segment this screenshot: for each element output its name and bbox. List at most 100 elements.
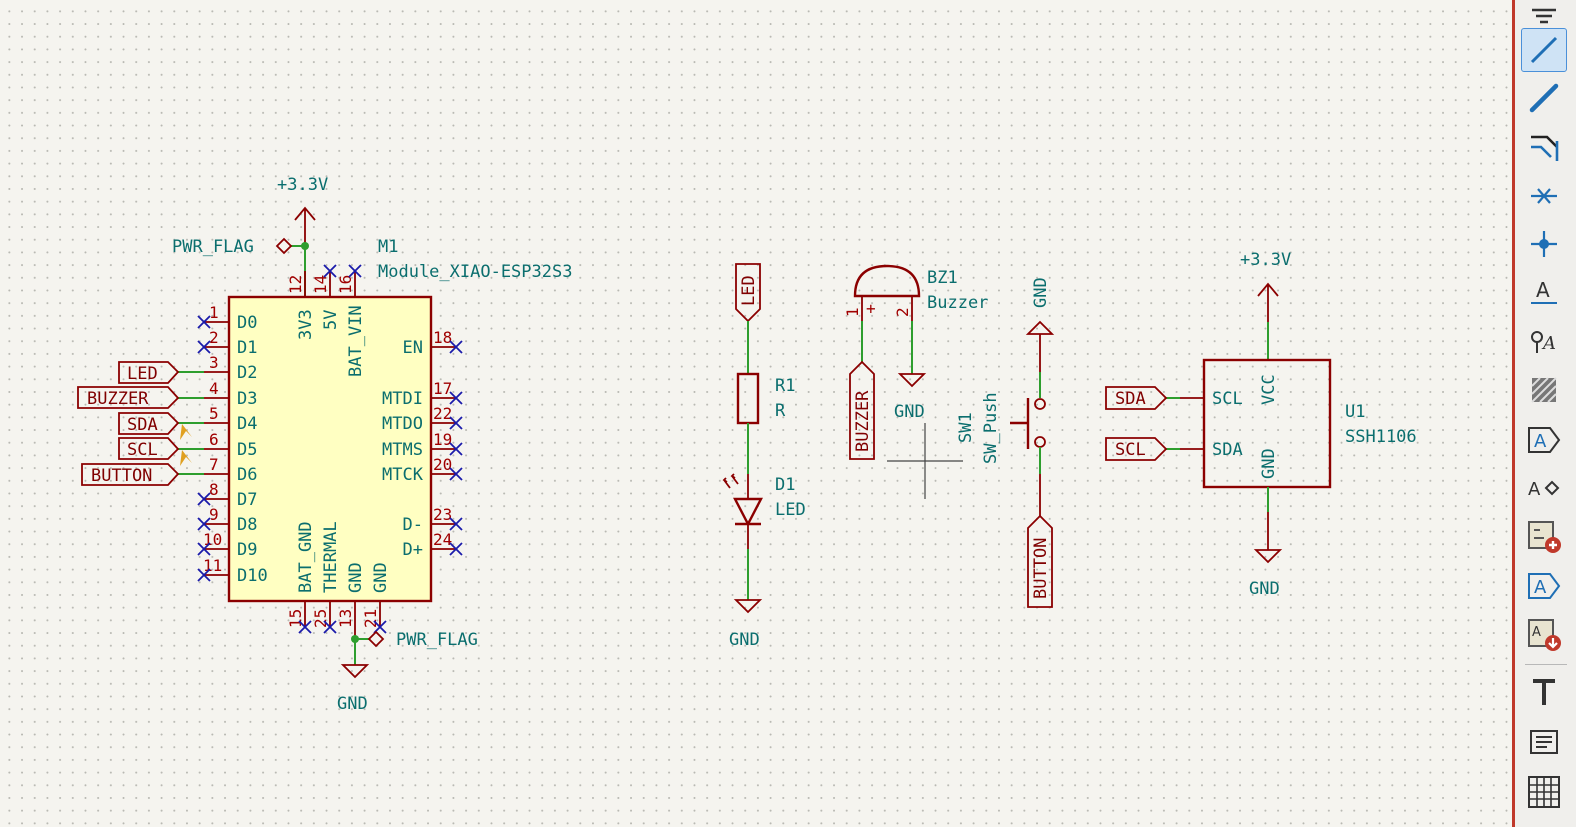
no-connect-icon xyxy=(1531,188,1557,204)
hierarchical-label-button[interactable]: A xyxy=(1521,466,1567,510)
add-ground-power-button[interactable] xyxy=(1521,0,1567,34)
gnd-label: GND xyxy=(1031,277,1051,308)
net-label-icon: A xyxy=(1531,278,1557,304)
net-label-button[interactable]: A xyxy=(1521,270,1567,314)
hierarchical-label-icon: A xyxy=(1528,479,1560,500)
svg-text:D9: D9 xyxy=(237,540,257,560)
svg-text:D3: D3 xyxy=(237,389,257,409)
draw-bus-icon xyxy=(1529,83,1559,113)
net-class-label-button[interactable]: A xyxy=(1521,318,1567,362)
text-box-icon xyxy=(1530,730,1558,754)
rule-area-button[interactable] xyxy=(1521,368,1567,412)
add-ground-power-icon xyxy=(1532,8,1556,24)
svg-text:13: 13 xyxy=(336,609,355,628)
svg-text:14: 14 xyxy=(311,275,330,294)
global-label-icon: A xyxy=(1528,427,1561,453)
bus-entry-icon xyxy=(1531,135,1559,161)
gnd-label: GND xyxy=(729,630,760,650)
led-branch[interactable]: LED R1 R D1 LED GND xyxy=(722,263,806,650)
draw-wire-button[interactable] xyxy=(1521,28,1567,72)
bottom-pin-names: BAT_GND THERMAL GND GND xyxy=(296,521,391,593)
junction-dot xyxy=(301,242,309,250)
svg-text:BAT_GND: BAT_GND xyxy=(296,521,316,593)
draw-bus-button[interactable] xyxy=(1521,76,1567,120)
right-toolbar: A A A A xyxy=(1512,0,1576,827)
junction-dot xyxy=(351,635,359,643)
resistor-r1[interactable] xyxy=(736,372,760,425)
text-box-button[interactable] xyxy=(1521,720,1567,764)
svg-text:A: A xyxy=(1528,479,1541,500)
sheet-pin-button[interactable]: A xyxy=(1521,564,1567,608)
svg-text:D7: D7 xyxy=(237,490,257,510)
label-scl: SCL xyxy=(127,440,158,460)
left-pin-names: D0 D1 D2 D3 D4 D5 D6 D7 D8 D9 D10 xyxy=(237,313,268,586)
svg-text:22: 22 xyxy=(433,404,452,423)
schematic-drawing[interactable]: +3.3V PWR_FLAG M1 Module_XIAO-ESP32S3 1 … xyxy=(0,0,1512,827)
svg-text:19: 19 xyxy=(433,430,452,449)
svg-text:D6: D6 xyxy=(237,465,257,485)
import-sheet-pin-icon: A xyxy=(1528,619,1561,651)
u1-pin-gnd: GND xyxy=(1259,448,1279,479)
svg-text:A: A xyxy=(1534,577,1547,598)
pwr-flag-label: PWR_FLAG xyxy=(396,630,478,650)
svg-text:24: 24 xyxy=(433,530,452,549)
svg-text:D10: D10 xyxy=(237,566,268,586)
u1-pin-scl: SCL xyxy=(1212,389,1243,409)
svg-text:GND: GND xyxy=(371,562,391,593)
svg-text:1: 1 xyxy=(209,303,219,322)
pwr-flag-label: PWR_FLAG xyxy=(172,237,254,257)
svg-text:MTMS: MTMS xyxy=(382,440,423,460)
sw1-value: SW_Push xyxy=(981,392,1001,464)
top-pin-names: 3V3 5V BAT_VIN xyxy=(296,305,366,377)
buzzer-bz1[interactable]: 1 + 2 BZ1 Buzzer BUZZER GND xyxy=(843,264,988,460)
label-button: BUTTON xyxy=(91,466,152,486)
text-icon xyxy=(1533,679,1555,705)
svg-text:THERMAL: THERMAL xyxy=(321,521,341,593)
add-sheet-button[interactable] xyxy=(1521,514,1567,558)
bz1-ref: BZ1 xyxy=(927,268,958,288)
led-d1[interactable] xyxy=(722,473,763,527)
switch-sw1[interactable]: GND SW1 SW_Push BUTTON xyxy=(956,277,1055,608)
bus-entry-button[interactable] xyxy=(1521,124,1567,168)
schematic-canvas[interactable] xyxy=(0,0,1512,827)
r1-ref: R1 xyxy=(775,376,795,396)
svg-text:EN: EN xyxy=(403,338,423,358)
table-button[interactable] xyxy=(1521,770,1567,814)
svg-text:7: 7 xyxy=(209,455,219,474)
gnd-label: GND xyxy=(337,694,368,714)
m1-ground[interactable]: PWR_FLAG GND xyxy=(337,630,478,714)
junction-button[interactable] xyxy=(1521,222,1567,266)
label-sda-u1: SDA xyxy=(1115,389,1146,409)
d1-ref: D1 xyxy=(775,475,795,495)
junction-icon xyxy=(1531,231,1557,257)
power-label: +3.3V xyxy=(1240,250,1291,270)
gnd-label: GND xyxy=(1249,579,1280,599)
power-3v3-left[interactable]: +3.3V xyxy=(277,175,328,246)
d1-value: LED xyxy=(775,500,806,520)
svg-text:BAT_VIN: BAT_VIN xyxy=(346,305,366,377)
m1-ref: M1 xyxy=(378,237,398,257)
draw-wire-icon xyxy=(1530,36,1558,64)
svg-text:A: A xyxy=(1534,431,1547,452)
warning-arrow-icon xyxy=(180,450,192,466)
label-buzzer-vertical: BUZZER xyxy=(853,390,873,452)
global-label-button[interactable]: A xyxy=(1521,418,1567,462)
right-pin-names: EN MTDI MTDO MTMS MTCK D- D+ xyxy=(382,338,424,560)
no-connect-button[interactable] xyxy=(1521,174,1567,218)
u1-ref: U1 xyxy=(1345,402,1365,422)
left-labels[interactable]: LED BUZZER SDA SCL BUTTON xyxy=(77,361,204,486)
import-sheet-pin-button[interactable]: A xyxy=(1521,612,1567,656)
sw1-ref: SW1 xyxy=(956,412,976,443)
svg-text:A: A xyxy=(1536,278,1550,302)
display-u1[interactable]: +3.3V SDA SCL SCL SDA VCC GND GND U1 SSH… xyxy=(1105,250,1417,599)
svg-text:D2: D2 xyxy=(237,363,257,383)
power-label: +3.3V xyxy=(277,175,328,195)
u1-pin-vcc: VCC xyxy=(1259,374,1279,405)
svg-text:MTCK: MTCK xyxy=(382,465,424,485)
label-led-vertical: LED xyxy=(739,275,759,306)
add-sheet-icon xyxy=(1528,521,1561,553)
svg-text:20: 20 xyxy=(433,455,452,474)
module-m1[interactable]: M1 Module_XIAO-ESP32S3 1 2 3 4 5 6 7 8 9… xyxy=(203,237,572,639)
svg-text:18: 18 xyxy=(433,328,452,347)
text-button[interactable] xyxy=(1521,670,1567,714)
